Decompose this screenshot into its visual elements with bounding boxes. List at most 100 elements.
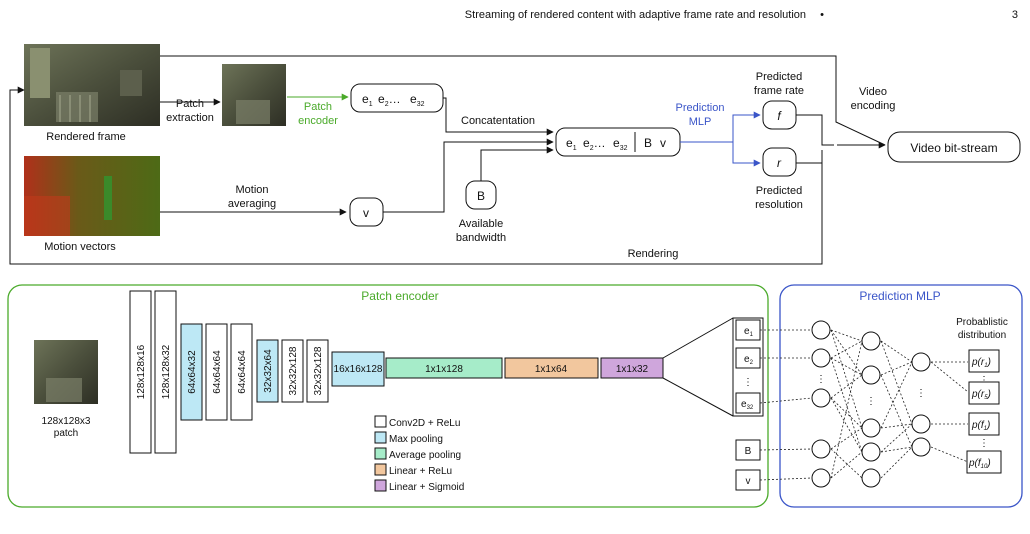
layer-1x1x64	[504, 357, 599, 379]
output-p-r1-label: p(r1)	[971, 357, 991, 369]
concat-arrow	[443, 97, 554, 136]
neuron-ellipsis-2: ⋮	[866, 396, 876, 407]
encoder-layers: 128x128x16 128x128x32 64x64x32 64x64x64 …	[129, 290, 664, 454]
patch-encoder-label-1: Patch	[304, 101, 332, 113]
patch-size-label: 128x128x3	[42, 416, 91, 427]
mlp-input-e32-label: e32	[741, 399, 754, 411]
output-p-f1-label: p(f1)	[971, 420, 990, 432]
patch-encoder-title: Patch encoder	[361, 289, 438, 303]
legend-linrelu: Linear + ReLu	[389, 466, 452, 477]
predicted-frame-rate-label-2: frame rate	[754, 85, 804, 97]
layer-128x128x16	[129, 290, 152, 454]
output-p-f10	[966, 450, 1002, 474]
svg-text:32x32x128: 32x32x128	[313, 346, 324, 395]
neuron-ellipsis-3: ⋮	[916, 388, 926, 399]
available-bandwidth-label-1: Available	[459, 218, 503, 230]
legend-swatch-conv	[374, 415, 387, 428]
frame-rate-symbol: f	[777, 109, 782, 123]
motion-vectors-image	[24, 156, 160, 236]
svg-text:1x1x128: 1x1x128	[425, 364, 463, 375]
mlp-connections	[759, 329, 969, 481]
concat-v: v	[660, 136, 666, 150]
mlp-input-e2-label: e2	[744, 354, 754, 366]
patch-image	[222, 64, 286, 126]
probabilistic-label-2: distribution	[958, 330, 1006, 341]
mlp-input-e1-label: e1	[744, 326, 754, 338]
motion-vectors-label: Motion vectors	[44, 241, 116, 253]
mlp-input-v-label: v	[746, 476, 751, 487]
svg-text:16x16x128: 16x16x128	[334, 364, 383, 375]
fan-line-top	[662, 317, 734, 359]
concat-B: B	[644, 136, 652, 150]
svg-text:64x64x64: 64x64x64	[237, 350, 248, 394]
v-to-concat-arrow	[383, 138, 554, 213]
motion-averaging-label-2: averaging	[228, 198, 276, 210]
embedding-e1: e1	[362, 92, 373, 108]
patch-word-label: patch	[54, 428, 78, 439]
legend-swatch-linrelu	[374, 463, 387, 476]
output-p-f1	[968, 412, 1000, 436]
v-box-label: v	[363, 206, 369, 220]
patch-extraction-label-2: extraction	[166, 112, 214, 124]
patch-input-image	[34, 340, 98, 404]
header-separator: •	[820, 9, 824, 21]
prediction-mlp-frame	[779, 284, 1023, 508]
legend: Conv2D + ReLu Max pooling Average poolin…	[374, 415, 464, 493]
legend-swatch-maxpool	[374, 431, 387, 444]
layer-16x16x128	[331, 351, 385, 387]
output-p-f10-label: p(f10)	[968, 458, 991, 470]
embedding-e32: e32	[410, 92, 425, 108]
concat-e32: e32	[613, 136, 628, 152]
fan-line-bottom	[662, 377, 734, 417]
video-encoding-label-2: encoding	[851, 100, 896, 112]
frame-to-encoder-line	[160, 55, 886, 146]
legend-linsig: Linear + Sigmoid	[389, 482, 464, 493]
predicted-resolution-label-2: resolution	[755, 199, 803, 211]
output-p-r1	[968, 349, 1000, 373]
svg-text:64x64x32: 64x64x32	[187, 350, 198, 394]
svg-text:1x1x64: 1x1x64	[535, 364, 568, 375]
concatentation-label: Concatentation	[461, 115, 535, 127]
svg-text:32x32x64: 32x32x64	[263, 349, 274, 393]
output-ellipsis-2: ⋮	[979, 438, 989, 449]
concat-e1: e1	[566, 136, 577, 152]
svg-text:64x64x64: 64x64x64	[212, 350, 223, 394]
predicted-resolution-label-1: Predicted	[756, 185, 802, 197]
legend-conv: Conv2D + ReLu	[389, 418, 460, 429]
layer-64x64x32	[180, 323, 203, 421]
legend-avgpool: Average pooling	[389, 450, 461, 461]
prediction-mlp-label-1: Prediction	[676, 102, 725, 114]
available-bandwidth-label-2: bandwidth	[456, 232, 506, 244]
rendered-frame-label: Rendered frame	[46, 131, 126, 143]
svg-text:32x32x128: 32x32x128	[288, 346, 299, 395]
svg-text:1x1x32: 1x1x32	[616, 364, 649, 375]
bandwidth-box-label: B	[477, 189, 485, 203]
svg-text:128x128x32: 128x128x32	[161, 344, 172, 399]
output-p-r5-label: p(r5)	[971, 389, 991, 401]
patch-extraction-label-1: Patch	[176, 98, 204, 110]
concat-e2: e2…	[583, 136, 606, 152]
layer-32x32x64	[256, 339, 279, 403]
rendering-loop-line	[9, 86, 823, 265]
predicted-frame-rate-label-1: Predicted	[756, 71, 802, 83]
output-ellipsis-1: ⋮	[979, 375, 989, 386]
rendering-label: Rendering	[628, 248, 679, 260]
f-to-encoder-line	[796, 114, 834, 146]
motion-averaging-label-1: Motion	[235, 184, 268, 196]
layer-32x32x128-b	[306, 339, 329, 403]
mlp-input-ellipsis: ⋮	[743, 377, 753, 388]
probabilistic-label-1: Probablistic	[956, 317, 1008, 328]
mlp-input-B-label: B	[745, 446, 752, 457]
patch-encoder-frame	[7, 284, 769, 508]
neuron-ellipsis-1: ⋮	[816, 374, 826, 385]
layer-64x64x64-b	[230, 323, 253, 421]
video-bitstream-label: Video bit-stream	[910, 141, 997, 155]
layer-1x1x32	[600, 357, 664, 379]
rendered-frame-image	[24, 44, 160, 126]
bandwidth-arrow	[480, 146, 554, 181]
mlp-neurons	[811, 320, 931, 488]
layer-1x1x128	[385, 357, 503, 379]
resolution-symbol: r	[777, 156, 782, 170]
svg-text:128x128x16: 128x128x16	[136, 344, 147, 399]
